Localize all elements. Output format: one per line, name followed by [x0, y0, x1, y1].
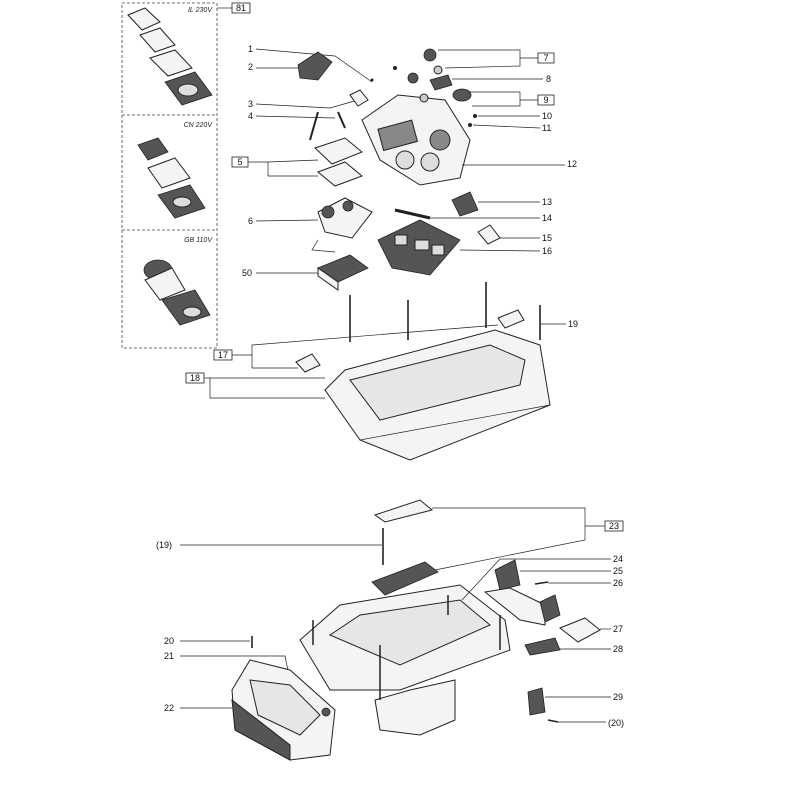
label-6: 6 [248, 216, 253, 226]
switch-cover [361, 94, 471, 186]
latch-17a [497, 309, 525, 329]
housing-screws [349, 282, 541, 342]
label-9: 9 [543, 95, 548, 105]
label-15: 15 [542, 233, 552, 243]
label-19-ref: (19) [156, 540, 172, 550]
label-18: 18 [190, 373, 200, 383]
label-4: 4 [248, 111, 253, 121]
label-27: 27 [613, 624, 623, 634]
label-10: 10 [542, 111, 552, 121]
cable-gland-28 [524, 637, 561, 656]
cable-holder-25 [494, 559, 521, 591]
label-20-ref: (20) [608, 718, 624, 728]
kit-box [231, 2, 251, 14]
main-switch [311, 197, 373, 253]
variant-il: IL 230V [188, 7, 213, 14]
front-cover [231, 659, 336, 761]
handle-strip [373, 499, 434, 523]
label-7: 7 [543, 53, 548, 63]
label-3: 3 [248, 99, 253, 109]
label-17: 17 [218, 350, 228, 360]
strip-14 [394, 208, 431, 220]
label-25: 25 [613, 566, 623, 576]
upper-housing [324, 329, 551, 461]
label-14: 14 [542, 213, 552, 223]
kit-label: 81 [236, 3, 246, 13]
label-16: 16 [542, 246, 552, 256]
il-socket-assembly [127, 7, 213, 106]
label-20: 20 [164, 636, 174, 646]
label-5: 5 [237, 157, 242, 167]
label-23: 23 [609, 521, 619, 531]
base-housing [299, 584, 511, 736]
label-24: 24 [613, 554, 623, 564]
variant-panel [121, 2, 218, 349]
label-22: 22 [164, 703, 174, 713]
latch-17b [295, 353, 321, 373]
electronics-board [377, 219, 461, 276]
button-cap [297, 51, 333, 81]
label-26: 26 [613, 578, 623, 588]
gb-socket-assembly [143, 259, 211, 326]
label-13: 13 [542, 197, 552, 207]
label-8: 8 [546, 74, 551, 84]
knob-parts [370, 48, 477, 127]
label-21: 21 [164, 651, 174, 661]
plug-27 [559, 617, 601, 643]
handle-grip [371, 561, 439, 596]
variant-cn: CN 220V [184, 122, 214, 129]
label-29: 29 [613, 692, 623, 702]
switch-plate [309, 111, 363, 187]
relay-box [317, 254, 369, 291]
label-12: 12 [567, 159, 577, 169]
label-11: 11 [542, 123, 551, 133]
cn-socket-assembly [137, 137, 206, 219]
connector-13 [451, 191, 479, 217]
label-1: 1 [248, 44, 253, 54]
label-50: 50 [242, 268, 252, 278]
clip-29 [527, 687, 546, 716]
label-28: 28 [613, 644, 623, 654]
label-2: 2 [248, 62, 253, 72]
variant-gb: GB 110V [184, 237, 213, 244]
clip-15 [477, 224, 501, 245]
spring-clip [349, 89, 369, 107]
label-19: 19 [568, 319, 578, 329]
